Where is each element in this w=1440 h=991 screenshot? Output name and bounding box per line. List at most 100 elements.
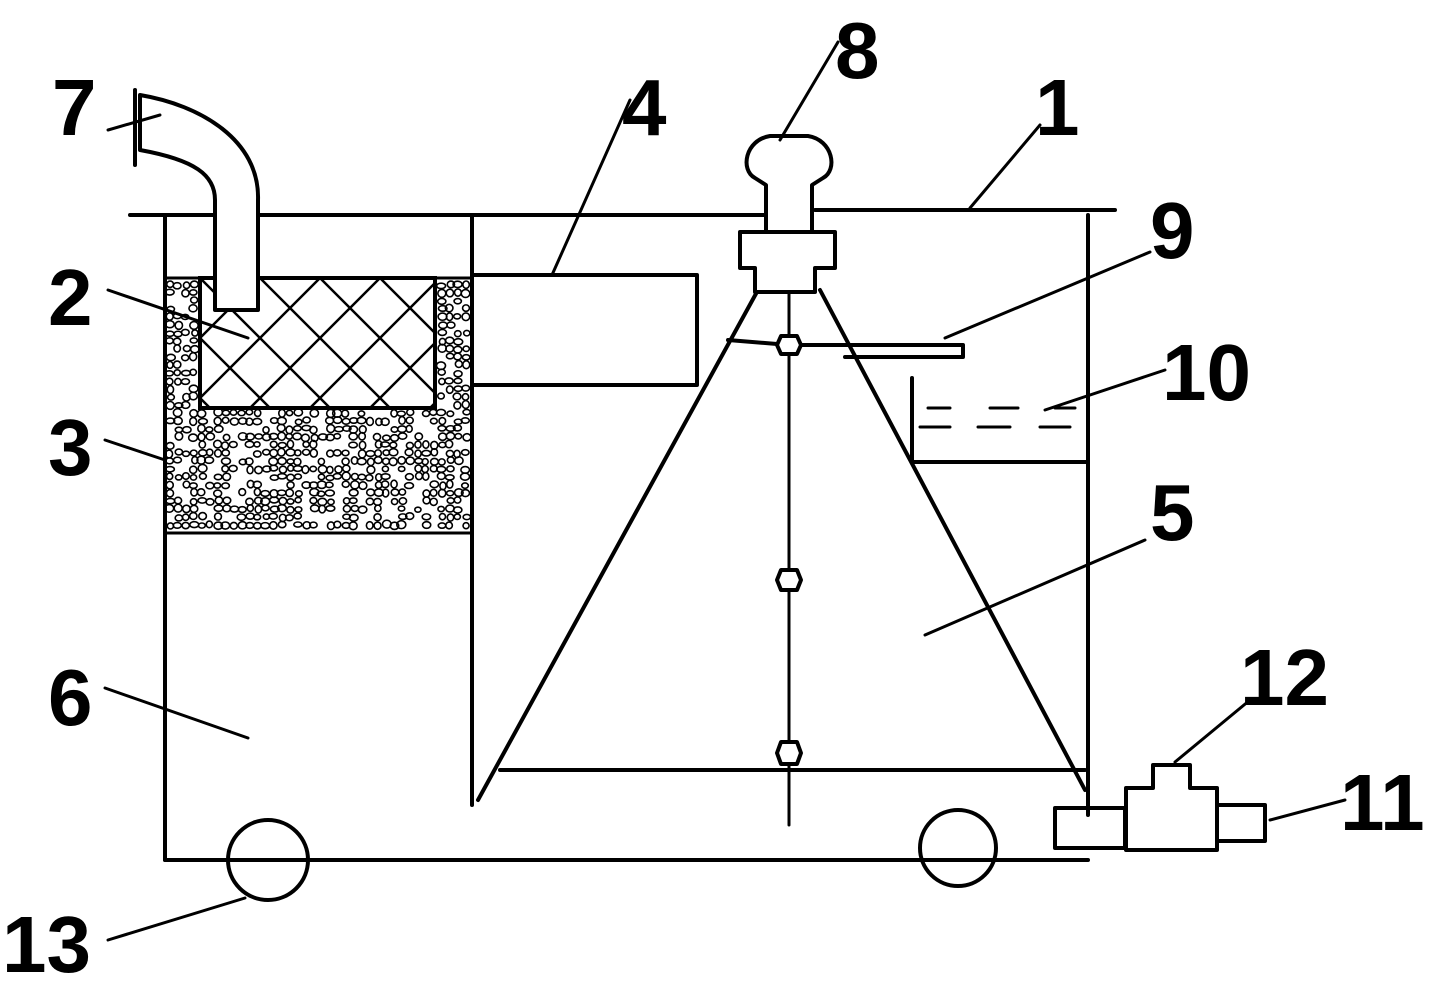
filter-granule — [357, 473, 367, 481]
filter-granule — [165, 280, 175, 289]
filter-granule — [372, 497, 383, 507]
filter-granule — [445, 479, 454, 489]
filter-granule — [333, 425, 344, 433]
filter-granule — [261, 448, 271, 456]
filter-granule — [252, 417, 263, 426]
filter-granule — [165, 330, 175, 338]
filter-granule — [461, 399, 471, 410]
filter-granule — [244, 440, 255, 449]
filter-granule — [164, 288, 175, 296]
label-11: 11 — [1340, 758, 1425, 847]
filter-granule — [421, 464, 430, 474]
filter-granule — [373, 449, 383, 458]
filter-granule — [459, 472, 471, 481]
filter-granule — [350, 472, 360, 481]
filter-granule — [437, 328, 448, 337]
filter-granule — [390, 497, 399, 506]
filter-granule — [397, 455, 407, 465]
filter-granule — [166, 360, 174, 370]
filter-granule — [356, 457, 367, 466]
filter-granule — [269, 448, 279, 458]
shaft-joints — [775, 334, 803, 766]
filter-granule — [173, 402, 184, 409]
filter-granule — [261, 433, 272, 442]
filter-granule — [197, 463, 208, 474]
filter-granule — [197, 522, 207, 529]
filter-granule — [229, 505, 240, 513]
filter-granule — [292, 457, 302, 467]
filter-granule — [373, 513, 382, 522]
filter-granule — [191, 329, 199, 337]
filter-granule — [444, 473, 455, 481]
filter-granule — [277, 456, 287, 466]
filter-granule — [373, 504, 382, 513]
filter-granule — [309, 504, 320, 513]
filter-granule — [180, 400, 191, 410]
filter-granule — [292, 432, 303, 441]
filter-granule — [444, 336, 455, 345]
filter-granule — [293, 512, 303, 520]
filter-granule — [444, 439, 454, 449]
filter-granule — [404, 512, 415, 521]
filter-granule — [389, 433, 400, 442]
filter-granule — [365, 520, 374, 531]
filter-granule — [213, 473, 223, 481]
filter-granule — [180, 328, 190, 337]
filter-granule — [182, 344, 192, 353]
filter-granule — [444, 303, 454, 313]
label-12: 12 — [1240, 633, 1329, 722]
filter-granule — [324, 481, 334, 489]
filter-granule — [453, 385, 463, 393]
filter-granule — [397, 465, 406, 473]
filter-granule — [164, 465, 176, 473]
filter-granule — [164, 319, 175, 329]
filter-granule — [261, 504, 270, 512]
filter-granule — [461, 392, 470, 401]
filter-granule — [444, 521, 454, 530]
filter-granule — [174, 474, 183, 481]
filter-granule — [333, 520, 342, 529]
filter-granule — [445, 424, 456, 433]
label-1: 1 — [1035, 63, 1080, 152]
filter-granule — [174, 448, 184, 456]
filter-granule — [389, 521, 400, 531]
filter-granule — [228, 464, 238, 473]
filter-granule — [221, 448, 231, 457]
filter-granule — [286, 481, 295, 490]
filter-granule — [429, 488, 438, 497]
filter-granule — [422, 439, 430, 450]
filter-granule — [461, 304, 471, 313]
filter-granule — [181, 513, 190, 522]
filter-granule — [189, 368, 198, 377]
liquid-container — [910, 376, 1090, 464]
filter-granule — [396, 425, 408, 434]
filter-granule — [380, 480, 390, 489]
filter-granule — [198, 472, 208, 481]
filter-granule — [229, 417, 240, 426]
filter-granule — [294, 490, 304, 498]
filter-granule — [301, 480, 312, 490]
filter-granule — [253, 408, 262, 418]
filter-granule — [285, 409, 294, 417]
filter-granule — [446, 513, 455, 522]
filter-granule — [294, 496, 303, 504]
filter-granule — [245, 512, 256, 520]
filter-granule — [317, 457, 326, 466]
filter-granule — [189, 520, 200, 529]
filter-granule — [341, 471, 352, 481]
filter-granule — [173, 377, 182, 386]
filter-granule — [389, 441, 398, 449]
filter-granule — [286, 498, 295, 505]
filter-granules — [164, 280, 472, 531]
cone-funnel — [476, 288, 1087, 802]
filter-granule — [165, 417, 176, 425]
filter-granule — [398, 496, 408, 506]
filter-granule — [262, 425, 270, 434]
part-labels: 1 2 3 4 5 6 7 8 9 10 11 12 13 — [2, 6, 1425, 989]
filter-granule — [197, 497, 208, 504]
filter-granule — [294, 418, 303, 426]
filter-granule — [365, 497, 375, 506]
filter-granule — [174, 320, 184, 331]
filter-granule — [190, 487, 199, 497]
filter-granule — [429, 457, 440, 466]
